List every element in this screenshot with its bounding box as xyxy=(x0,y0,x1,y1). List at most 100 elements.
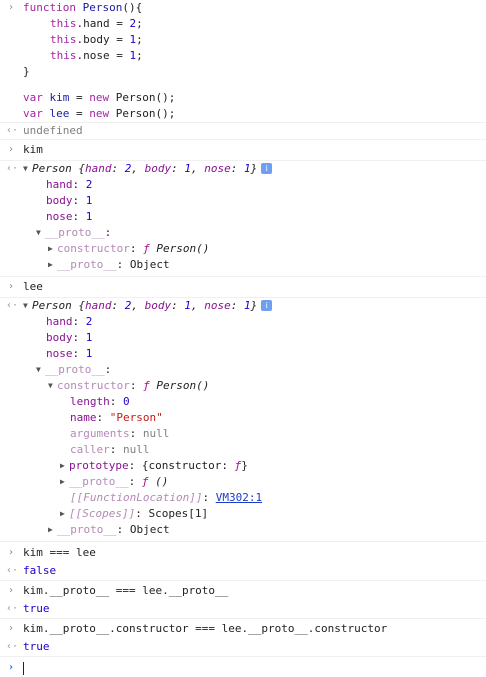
code-token: (){ xyxy=(122,1,143,14)
code-token: 2 xyxy=(129,17,137,30)
collapse-triangle-icon[interactable]: ▶ xyxy=(48,525,53,534)
property-value: null xyxy=(123,443,150,456)
output-chevron-icon: ‹· xyxy=(6,300,19,311)
console-entry-pair: ›kim.__proto__.constructor === lee.__pro… xyxy=(0,619,486,657)
collapse-triangle-icon[interactable]: ▶ xyxy=(48,260,53,269)
code-token: .nose = xyxy=(76,49,130,62)
output-value: true xyxy=(23,640,50,653)
summary-token: : xyxy=(171,299,185,312)
tree-node-proto[interactable]: ▶__proto__: Object xyxy=(48,523,170,536)
summary-token: , xyxy=(191,162,205,175)
tree-node-proto[interactable]: ▶__proto__: ƒ () xyxy=(60,475,169,488)
object-summary[interactable]: ▼Person {hand: 2, body: 1, nose: 1}i xyxy=(23,298,273,315)
expand-triangle-icon[interactable]: ▼ xyxy=(36,228,41,237)
summary-token: , xyxy=(131,299,145,312)
summary-token: } xyxy=(250,299,258,312)
info-icon[interactable]: i xyxy=(261,300,273,311)
input-chevron-icon: › xyxy=(7,623,15,634)
summary-token: : xyxy=(230,299,244,312)
code-token: Person(); xyxy=(109,91,176,104)
property-key: constructor xyxy=(57,242,130,255)
summary-token: : xyxy=(230,162,244,175)
summary-token: } xyxy=(250,162,258,175)
console-entry-input: › kim xyxy=(0,140,486,161)
property-key: __proto__ xyxy=(57,523,117,536)
property-key: __proto__ xyxy=(69,475,129,488)
input-code: kim xyxy=(23,143,43,156)
expand-triangle-icon[interactable]: ▼ xyxy=(23,301,28,310)
summary-token: 1 xyxy=(184,162,191,175)
tree-node-scopes[interactable]: ▶[[Scopes]]: Scopes[1] xyxy=(60,507,209,520)
property-key: constructor xyxy=(57,379,130,392)
tree-node-proto[interactable]: ▶__proto__: Object xyxy=(48,258,170,271)
code-token: var xyxy=(23,91,43,104)
object-summary[interactable]: ▼Person {hand: 2, body: 1, nose: 1}i xyxy=(23,161,273,178)
collapse-triangle-icon[interactable]: ▶ xyxy=(60,509,65,518)
output-chevron-icon: ‹· xyxy=(6,163,19,174)
summary-token: body xyxy=(144,299,172,312)
summary-token: } xyxy=(241,459,248,472)
summary-token: nose xyxy=(204,162,231,175)
property-value: Object xyxy=(129,258,170,271)
summary-token: nose xyxy=(204,299,231,312)
summary-token: hand xyxy=(85,299,112,312)
property-value: "Person" xyxy=(109,411,163,424)
tree-node-constructor[interactable]: ▼constructor: ƒ Person() xyxy=(48,379,210,392)
property-key: arguments xyxy=(70,427,130,440)
function-location-link[interactable]: VM302:1 xyxy=(215,491,263,504)
console-entry-input: ›lee xyxy=(0,277,486,298)
code-token: ; xyxy=(136,49,143,62)
expand-triangle-icon[interactable]: ▼ xyxy=(48,381,53,390)
tree-node-proto[interactable]: ▼__proto__: xyxy=(36,363,112,376)
summary-token: { xyxy=(71,299,85,312)
property-key: [[FunctionLocation]] xyxy=(70,491,203,504)
output-chevron-icon: ‹· xyxy=(6,603,19,614)
input-code: kim.__proto__ === lee.__proto__ xyxy=(23,584,229,597)
code-token: this xyxy=(50,33,77,46)
code-token: var xyxy=(23,107,43,120)
prompt-chevron-icon: › xyxy=(7,662,15,673)
collapse-triangle-icon[interactable]: ▶ xyxy=(60,477,65,486)
code-token: 1 xyxy=(129,33,137,46)
expand-triangle-icon[interactable]: ▼ xyxy=(23,164,28,173)
code-token: function xyxy=(23,1,76,14)
property-key: __proto__ xyxy=(45,226,105,239)
property-key: __proto__ xyxy=(57,258,117,271)
expand-triangle-icon[interactable]: ▼ xyxy=(36,365,41,374)
property-value: () xyxy=(148,475,169,488)
code-token: = xyxy=(69,107,90,120)
tree-node-prototype[interactable]: ▶prototype: {constructor: ƒ} xyxy=(60,459,248,472)
summary-token: : xyxy=(171,162,185,175)
code-token: new xyxy=(89,91,110,104)
property-value: Person() xyxy=(149,242,210,255)
property-key: length xyxy=(70,395,110,408)
console-entry-output: ‹· ▼Person {hand: 2, body: 1, nose: 1}i h… xyxy=(0,298,486,542)
function-glyph: ƒ xyxy=(143,379,150,392)
summary-token: , xyxy=(131,162,145,175)
code-token: this xyxy=(50,49,77,62)
code-token: .hand = xyxy=(76,17,130,30)
console-input[interactable] xyxy=(23,659,24,677)
info-icon[interactable]: i xyxy=(261,163,273,174)
console-prompt-row[interactable]: › xyxy=(0,657,486,677)
console-entry-input: ›function Person(){ this.hand = 2; this.… xyxy=(0,0,486,123)
collapse-triangle-icon[interactable]: ▶ xyxy=(60,461,65,470)
function-glyph: ƒ xyxy=(234,459,242,472)
collapse-triangle-icon[interactable]: ▶ xyxy=(48,244,53,253)
input-chevron-icon: › xyxy=(7,281,15,292)
code-token: new xyxy=(89,107,110,120)
console-entry-pair: ›kim === lee ‹·false xyxy=(0,542,486,581)
tree-node-proto[interactable]: ▼__proto__: xyxy=(36,226,112,239)
input-chevron-icon: › xyxy=(7,144,15,155)
console-entry-output: ‹·▼Person {hand: 2, body: 1, nose: 1}i h… xyxy=(0,161,486,277)
tree-node-constructor[interactable]: ▶constructor: ƒ Person() xyxy=(48,242,210,255)
code-token: .body = xyxy=(76,33,130,46)
property-value: Object xyxy=(129,523,170,536)
property-key: nose xyxy=(46,210,73,223)
code-token: ; xyxy=(136,33,143,46)
code-token: } xyxy=(23,65,30,78)
function-glyph: ƒ xyxy=(143,242,150,255)
input-code: kim === lee xyxy=(23,546,96,559)
summary-token: body xyxy=(144,162,172,175)
